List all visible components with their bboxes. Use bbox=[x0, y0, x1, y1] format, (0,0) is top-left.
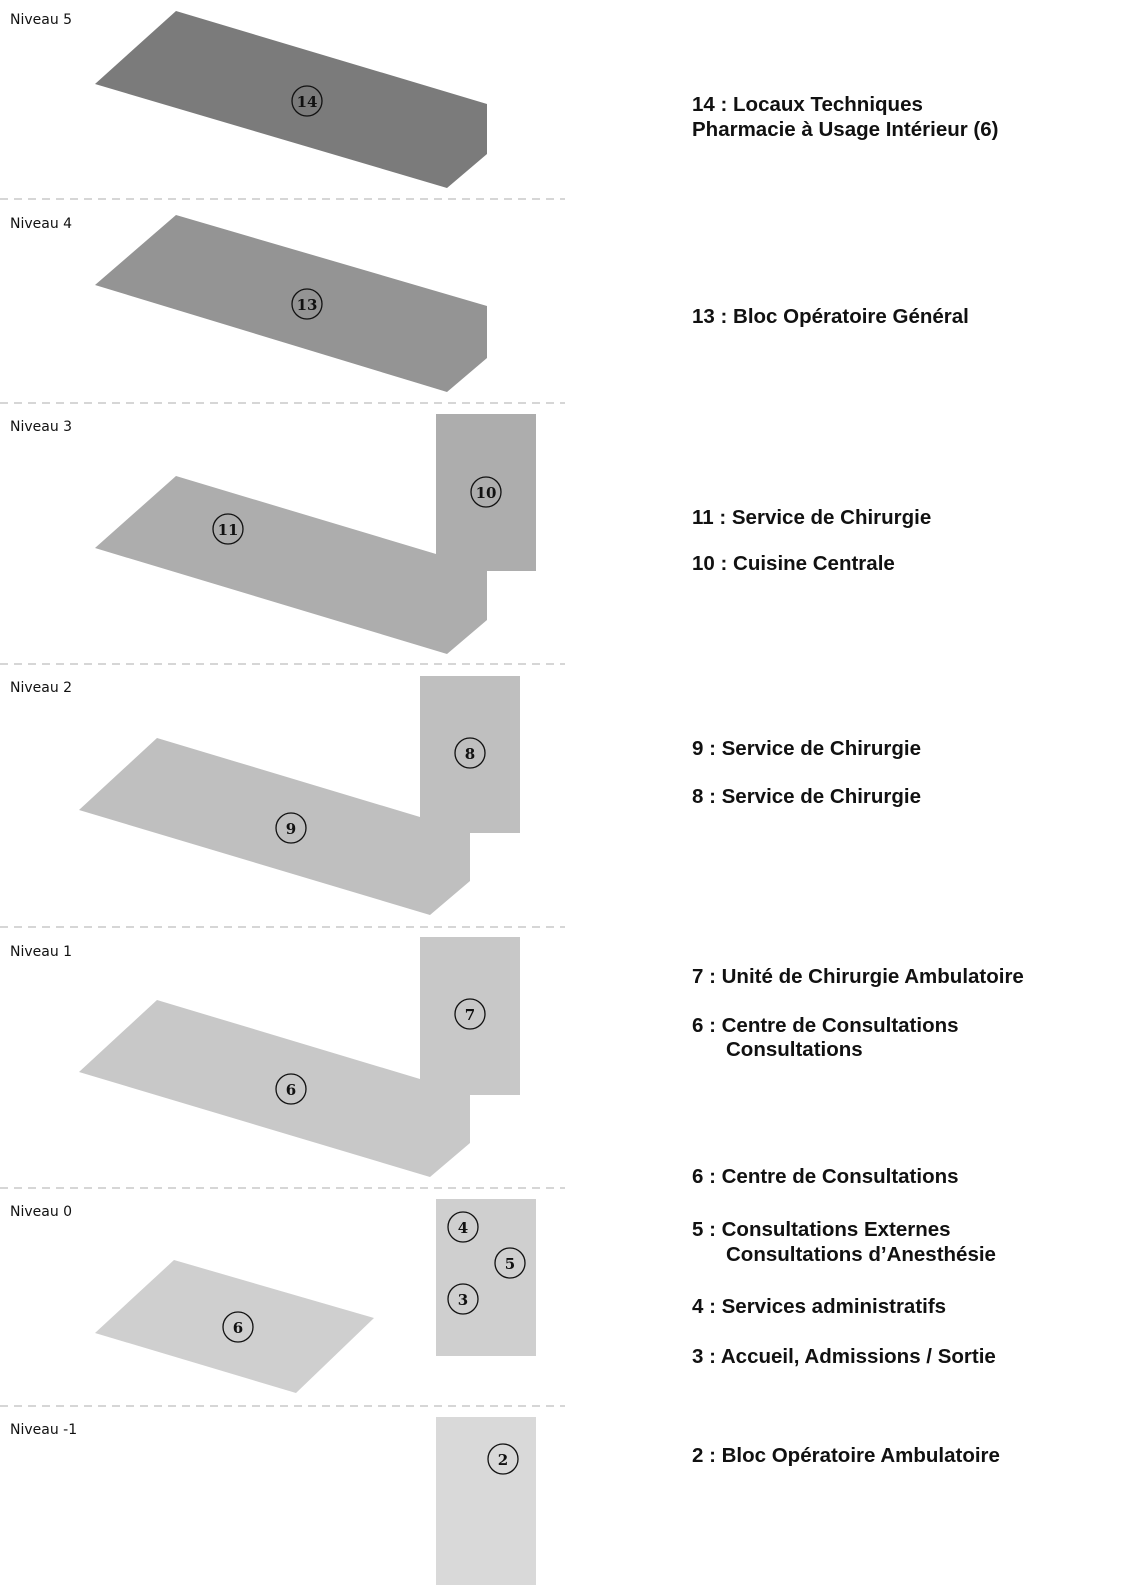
badge-4-number: 4 bbox=[458, 1219, 468, 1237]
level-separators bbox=[0, 198, 565, 1407]
level-0-label: Niveau 0 bbox=[10, 1204, 72, 1220]
badge-11-number: 11 bbox=[218, 521, 239, 539]
level-4: Niveau 4 13 bbox=[10, 215, 487, 392]
level-5-label: Niveau 5 bbox=[10, 12, 72, 28]
badge-8-number: 8 bbox=[465, 745, 475, 763]
badge-9[interactable]: 9 bbox=[275, 812, 307, 844]
level-3: Niveau 3 11 10 bbox=[10, 414, 536, 654]
badge-9-number: 9 bbox=[286, 820, 296, 838]
level-2-building[interactable] bbox=[79, 676, 520, 915]
level-minus-1: Niveau -1 2 bbox=[10, 1417, 536, 1585]
level-1-building[interactable] bbox=[79, 937, 520, 1177]
level-3-label: Niveau 3 bbox=[10, 419, 72, 435]
badge-6-level-1[interactable]: 6 bbox=[275, 1073, 307, 1105]
badge-4[interactable]: 4 bbox=[447, 1211, 479, 1243]
level-5: Niveau 5 14 bbox=[10, 11, 487, 188]
badge-2[interactable]: 2 bbox=[487, 1443, 519, 1475]
level-0-building-right[interactable] bbox=[436, 1199, 536, 1356]
badge-6-level-1-number: 6 bbox=[286, 1081, 296, 1099]
level-4-label: Niveau 4 bbox=[10, 216, 72, 232]
level-1-label: Niveau 1 bbox=[10, 944, 72, 960]
badge-6-level-0-number: 6 bbox=[233, 1319, 243, 1337]
badge-11[interactable]: 11 bbox=[212, 513, 244, 545]
badge-14[interactable]: 14 bbox=[291, 85, 323, 117]
badge-2-number: 2 bbox=[498, 1451, 508, 1469]
level-minus-1-label: Niveau -1 bbox=[10, 1422, 77, 1438]
badge-10-number: 10 bbox=[476, 484, 497, 502]
level-minus-1-building[interactable] bbox=[436, 1417, 536, 1585]
badge-7[interactable]: 7 bbox=[454, 998, 486, 1030]
level-2-label: Niveau 2 bbox=[10, 680, 72, 696]
badge-3[interactable]: 3 bbox=[447, 1283, 479, 1315]
badge-13[interactable]: 13 bbox=[291, 288, 323, 320]
level-3-building[interactable] bbox=[95, 414, 536, 654]
badge-5-number: 5 bbox=[505, 1255, 515, 1273]
badge-14-number: 14 bbox=[297, 93, 318, 111]
badge-5[interactable]: 5 bbox=[494, 1247, 526, 1279]
badge-3-number: 3 bbox=[458, 1291, 468, 1309]
badge-13-number: 13 bbox=[297, 296, 318, 314]
badge-10[interactable]: 10 bbox=[470, 476, 502, 508]
level-4-building[interactable] bbox=[95, 215, 487, 392]
level-1: Niveau 1 7 6 bbox=[10, 937, 520, 1177]
level-5-building[interactable] bbox=[95, 11, 487, 188]
badge-6-level-0[interactable]: 6 bbox=[222, 1311, 254, 1343]
badge-8[interactable]: 8 bbox=[454, 737, 486, 769]
level-2: Niveau 2 8 9 bbox=[10, 676, 520, 915]
badge-7-number: 7 bbox=[465, 1006, 475, 1024]
level-0: Niveau 0 4 5 3 6 bbox=[10, 1199, 536, 1393]
level-0-building-left[interactable] bbox=[95, 1260, 374, 1393]
